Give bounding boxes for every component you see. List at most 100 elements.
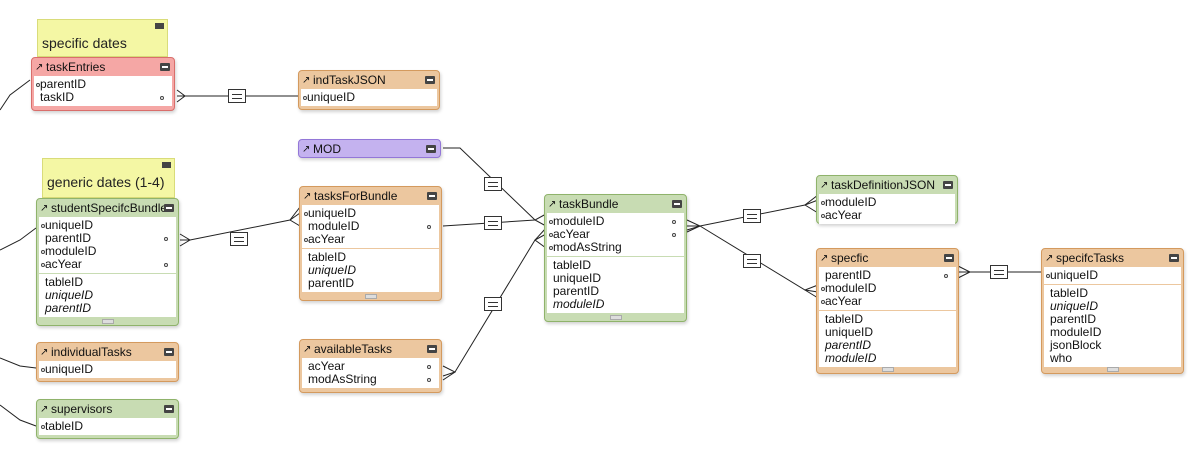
field[interactable]: parentID [1050,312,1097,326]
collapse-icon[interactable] [160,63,170,71]
field[interactable]: tableID [553,258,592,272]
goto-arrow-icon[interactable]: ↗ [302,144,311,155]
field[interactable]: parentID [45,301,92,315]
field[interactable]: tableID [308,250,347,264]
note-generic-dates[interactable]: generic dates (1-4) [42,158,175,198]
key-field[interactable]: moduleID [821,282,956,295]
scroll-more-icon[interactable] [881,367,894,372]
key-field[interactable]: acYear [821,295,956,308]
table-availableTasks[interactable]: ↗availableTasks acYear modAsString [299,339,442,393]
key-field[interactable]: modAsString [549,241,684,254]
collapse-icon[interactable] [672,200,682,208]
field[interactable]: moduleID [825,351,877,365]
table-tasksForBundle[interactable]: ↗tasksForBundle uniqueID moduleID acYear… [299,186,442,301]
table-studentSpecifcBundle[interactable]: ↗studentSpecifcBundle uniqueID parentID … [36,198,179,326]
link-offscreen-supervisors [0,404,37,427]
scroll-more-icon[interactable] [1106,367,1119,372]
collapse-icon[interactable] [164,348,174,356]
relation-equals-icon[interactable] [484,216,502,230]
key-field[interactable]: acYear [304,233,439,246]
table-individualTasks[interactable]: ↗individualTasks uniqueID [36,342,179,382]
collapse-icon[interactable] [943,181,953,189]
field[interactable]: uniqueID [45,288,94,302]
collapse-icon[interactable] [164,204,174,212]
relation-equals-icon[interactable] [230,232,248,246]
field[interactable]: parentID [825,338,872,352]
table-supervisors[interactable]: ↗supervisors tableID [36,399,179,439]
key-field[interactable]: parentID [36,78,172,91]
key-field[interactable]: moduleID [549,215,684,228]
field[interactable]: uniqueID [1050,299,1099,313]
field[interactable]: who [1050,351,1073,365]
field[interactable]: uniqueID [553,271,602,285]
key-field[interactable]: taskID [40,91,172,104]
goto-arrow-icon[interactable]: ↗ [35,62,44,73]
collapse-icon[interactable] [427,345,437,353]
key-field[interactable]: uniqueID [41,363,176,376]
collapse-icon[interactable] [162,162,171,168]
collapse-icon[interactable] [425,76,435,84]
key-field[interactable]: modAsString [308,373,439,386]
goto-arrow-icon[interactable]: ↗ [40,203,49,214]
field[interactable]: uniqueID [308,263,357,277]
goto-arrow-icon[interactable]: ↗ [302,75,311,86]
relation-equals-icon[interactable] [743,209,761,223]
table-taskDefinitionJSON[interactable]: ↗taskDefinitionJSON moduleID acYear [816,175,958,224]
key-field[interactable]: acYear [41,258,176,271]
table-name: specfic [831,251,869,265]
key-field[interactable]: acYear [821,209,955,222]
table-name: supervisors [51,402,113,416]
field[interactable]: uniqueID [825,325,874,339]
collapse-icon[interactable] [426,145,436,153]
key-field[interactable]: acYear [308,360,439,373]
goto-arrow-icon[interactable]: ↗ [40,404,49,415]
field[interactable]: parentID [308,276,355,290]
field[interactable]: jsonBlock [1050,338,1102,352]
key-field[interactable]: acYear [549,228,684,241]
key-field[interactable]: moduleID [41,245,176,258]
table-taskBundle[interactable]: ↗taskBundle moduleID acYear modAsString … [544,194,687,322]
scroll-more-icon[interactable] [364,294,377,299]
key-field[interactable]: uniqueID [41,219,176,232]
table-MOD[interactable]: ↗MOD [298,139,441,158]
key-field[interactable]: parentID [825,269,956,282]
table-indTaskJSON[interactable]: ↗indTaskJSON uniqueID [298,70,440,110]
relation-equals-icon[interactable] [228,89,246,103]
table-name: specifcTasks [1056,251,1125,265]
goto-arrow-icon[interactable]: ↗ [820,253,829,264]
collapse-icon[interactable] [164,405,174,413]
field[interactable]: moduleID [1050,325,1102,339]
collapse-icon[interactable] [944,254,954,262]
note-specific-dates[interactable]: specific dates [37,19,168,57]
goto-arrow-icon[interactable]: ↗ [548,199,557,210]
field[interactable]: tableID [1050,286,1089,300]
field[interactable]: moduleID [553,297,605,311]
key-field[interactable]: moduleID [308,220,439,233]
relation-equals-icon[interactable] [743,254,761,268]
table-specfic[interactable]: ↗specfic parentID moduleID acYear tableI… [816,248,959,374]
key-field[interactable]: uniqueID [304,207,439,220]
collapse-icon[interactable] [155,23,164,29]
key-field[interactable]: tableID [41,420,176,433]
collapse-icon[interactable] [1169,254,1179,262]
relation-equals-icon[interactable] [484,297,502,311]
goto-arrow-icon[interactable]: ↗ [40,347,49,358]
key-field[interactable]: uniqueID [1046,269,1181,282]
goto-arrow-icon[interactable]: ↗ [1045,253,1054,264]
goto-arrow-icon[interactable]: ↗ [303,191,312,202]
field[interactable]: tableID [45,275,84,289]
field[interactable]: tableID [825,312,864,326]
relation-equals-icon[interactable] [484,177,502,191]
table-taskEntries[interactable]: ↗taskEntries parentID taskID [31,57,175,111]
relation-equals-icon[interactable] [990,265,1008,279]
field[interactable]: parentID [553,284,600,298]
goto-arrow-icon[interactable]: ↗ [303,344,312,355]
scroll-more-icon[interactable] [609,315,622,320]
key-field[interactable]: parentID [45,232,176,245]
scroll-more-icon[interactable] [101,319,114,324]
key-field[interactable]: uniqueID [303,91,437,104]
key-field[interactable]: moduleID [821,196,955,209]
goto-arrow-icon[interactable]: ↗ [820,180,829,191]
table-specifcTasks[interactable]: ↗specifcTasks uniqueID tableID uniqueID … [1041,248,1184,374]
collapse-icon[interactable] [427,192,437,200]
